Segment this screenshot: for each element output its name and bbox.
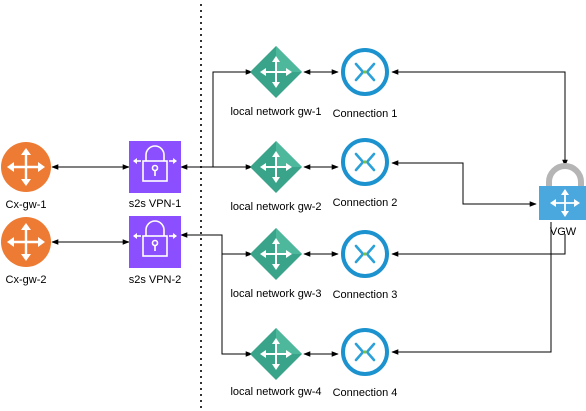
connection-4-label: Connection 4 [332, 387, 398, 399]
edge-conn4-vgw [391, 222, 552, 355]
local-gateway-3-label: local network gw-3 [230, 288, 322, 300]
connection-1-label: Connection 1 [332, 108, 398, 120]
edge-vpn1-lgw1 [180, 69, 253, 170]
local-network-gateway-icon [250, 141, 302, 193]
edge-conn1-vgw [391, 69, 568, 167]
connection-icon [341, 48, 389, 96]
local-network-gateway-icon [250, 328, 302, 380]
connection-icon [341, 328, 389, 376]
vpn-1-label: s2s VPN-1 [128, 198, 182, 210]
vpn-gateway-icon [129, 216, 181, 268]
edge-vpn2-lgw3 [180, 232, 253, 257]
vgw-label: VGW [549, 226, 577, 238]
edge-vpn2-lgw4 [221, 254, 253, 357]
connection-3-label: Connection 3 [332, 289, 398, 301]
edge-conn3-vgw [391, 234, 566, 257]
vpn-2-label: s2s VPN-2 [128, 274, 182, 286]
local-gateway-4-label: local network gw-4 [230, 386, 322, 398]
customer-gateway-2-label: Cx-gw-2 [5, 274, 47, 286]
connection-icon [341, 138, 389, 186]
customer-gateway-1-label: Cx-gw-1 [5, 199, 47, 211]
connection-2-label: Connection 2 [332, 197, 398, 209]
edge-conn2-vgw [391, 160, 537, 207]
local-network-gateway-icon [250, 228, 302, 280]
local-gateway-1-label: local network gw-1 [230, 106, 322, 118]
local-network-gateway-icon [250, 46, 302, 98]
connection-icon [341, 230, 389, 278]
locked-virtual-gateway-icon [539, 163, 586, 220]
local-gateway-2-label: local network gw-2 [230, 201, 322, 213]
router-icon [1, 142, 51, 192]
vpn-gateway-icon [129, 141, 181, 193]
router-icon [1, 217, 51, 267]
